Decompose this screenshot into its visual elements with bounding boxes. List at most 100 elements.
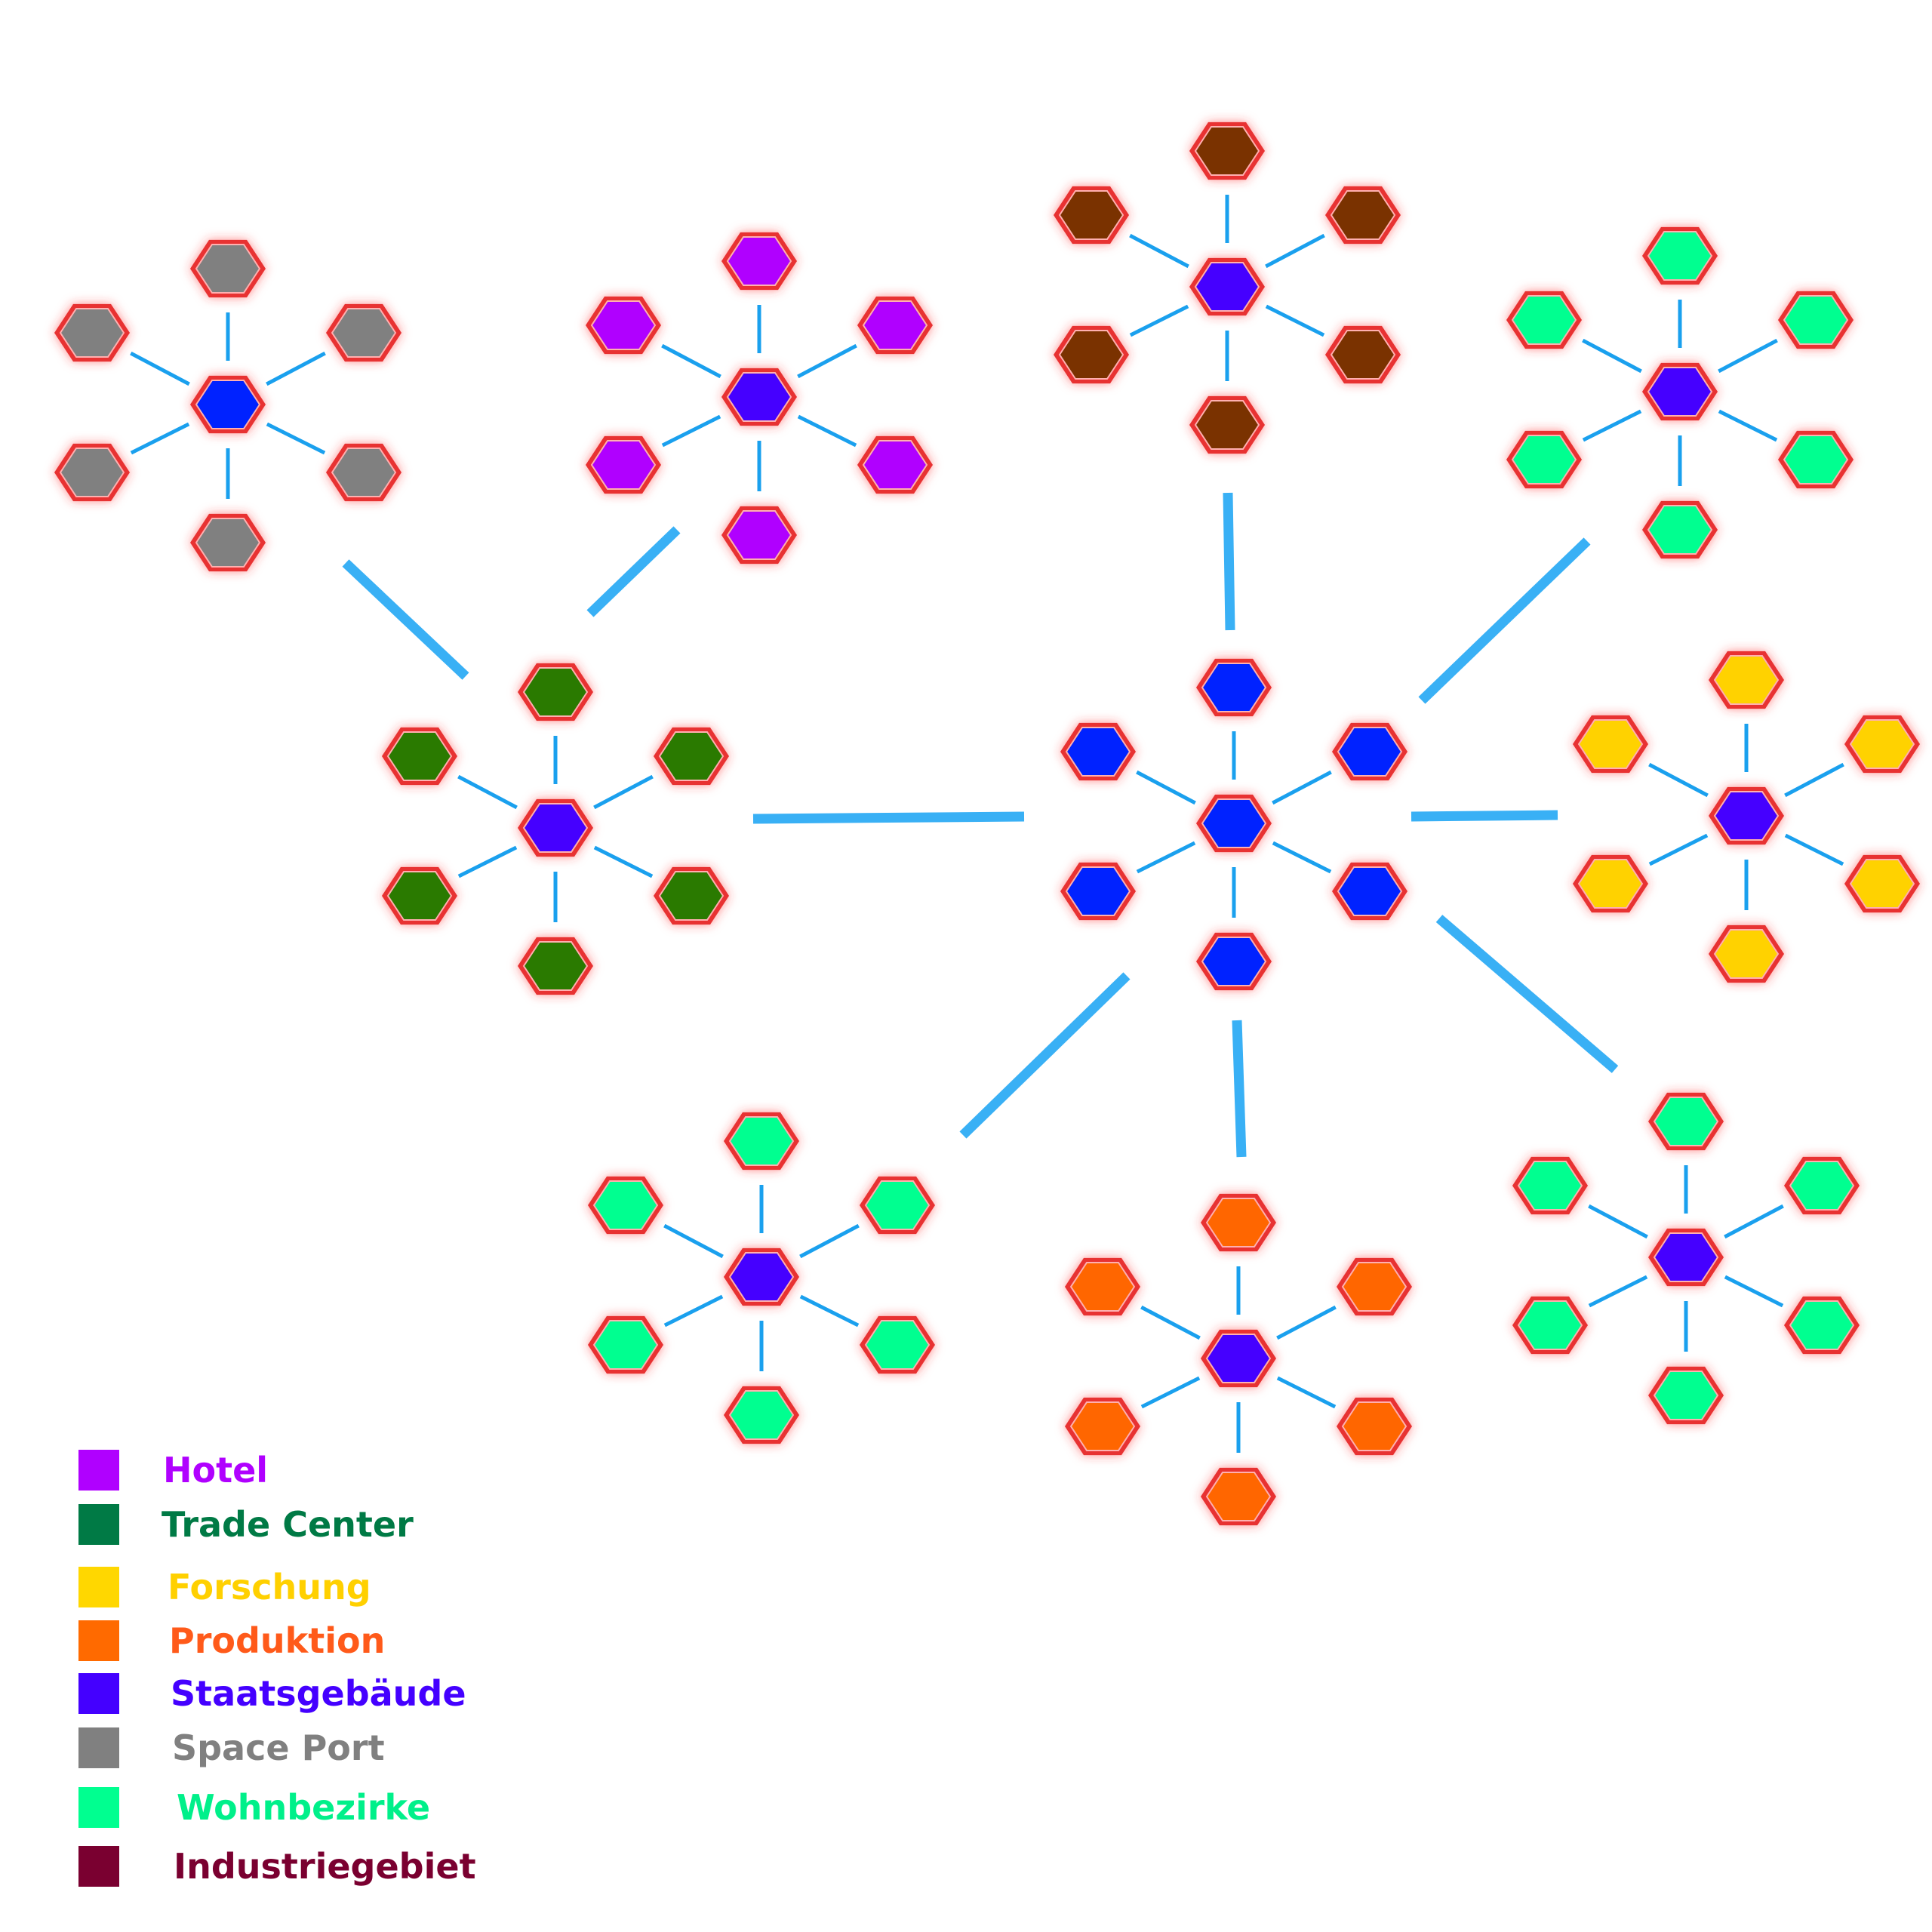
spoke-line (1129, 233, 1189, 269)
spoke-line (797, 343, 857, 379)
satellite-hex (1642, 226, 1718, 285)
satellite-hex (1201, 1467, 1276, 1526)
center-hex (190, 375, 266, 434)
satellite-hex (1844, 715, 1920, 774)
hex-fill (386, 871, 453, 921)
hotel-cluster (586, 232, 933, 565)
legend-swatch (78, 1450, 119, 1491)
legend-swatch (78, 1504, 119, 1545)
center-hex (518, 798, 593, 857)
spoke-line (661, 414, 721, 448)
satellite-hex (1709, 924, 1784, 983)
hex-fill (590, 440, 657, 490)
spoke-line (1272, 841, 1332, 874)
hex-fill (331, 448, 397, 497)
spoke-line (1272, 770, 1332, 805)
hex-fill (1713, 791, 1780, 841)
hex-fill (1517, 1161, 1583, 1211)
hex-fill (1058, 190, 1124, 240)
legend-label: Trade Center (162, 1504, 414, 1545)
hex-fill (59, 448, 125, 497)
hex-fill (1330, 330, 1396, 380)
hex-fill (1205, 1472, 1272, 1521)
center-hex (1648, 1228, 1724, 1287)
satellite-hex (1065, 1257, 1140, 1316)
satellite-hex (1648, 1366, 1724, 1425)
spoke-line (663, 1223, 724, 1259)
legend-swatch (78, 1620, 119, 1661)
satellite-hex (586, 296, 661, 355)
satellite-hex (1844, 854, 1920, 913)
hex-fill (1194, 262, 1260, 312)
legend-label: Staatsgebäude (171, 1673, 466, 1714)
cluster-link (1232, 1020, 1247, 1158)
spoke-line (799, 1223, 860, 1259)
center-hex (1196, 794, 1272, 853)
hex-fill (726, 510, 792, 560)
satellite-hex (588, 1176, 663, 1235)
spoke-line (797, 414, 857, 448)
legend-swatch (78, 1567, 119, 1607)
satellite-hex (1189, 395, 1265, 454)
satellite-hex (54, 443, 130, 502)
hex-fill (1511, 295, 1577, 345)
spoke-line (1136, 770, 1196, 805)
spoke-line (1648, 833, 1709, 866)
inter-cluster-links (342, 492, 1619, 1158)
hex-fill (1653, 1232, 1719, 1282)
spoke-line (1265, 304, 1325, 337)
hex-fill (195, 518, 261, 568)
satellite-hex (1060, 722, 1136, 781)
spoke-line (1276, 1376, 1337, 1409)
spoke-line (1136, 841, 1196, 874)
hex-fill (590, 300, 657, 350)
spoke-line (593, 845, 654, 878)
hex-fill (864, 1180, 931, 1230)
hex-fill (1789, 1161, 1855, 1211)
legend-swatch (78, 1787, 119, 1828)
clusters (54, 122, 1920, 1526)
satellite-hex (382, 866, 457, 925)
spoke-line (1648, 762, 1709, 798)
hex-fill (1201, 937, 1267, 986)
spoke-line (1588, 1204, 1648, 1239)
legend-label: Industriegebiet (174, 1846, 476, 1887)
center-hex (1642, 362, 1718, 421)
spoke-line (1582, 338, 1642, 374)
satellite-hex (1506, 291, 1582, 349)
spoke-line (266, 351, 326, 386)
hex-fill (1783, 435, 1849, 485)
cluster-link (1411, 810, 1558, 822)
hex-fill (195, 380, 261, 429)
trade-center-cluster (382, 663, 729, 995)
satellite-hex (1778, 291, 1854, 349)
hex-fill (862, 440, 928, 490)
hex-fill (658, 731, 724, 781)
spoke-line (593, 774, 654, 810)
legend-label: Wohnbezirke (177, 1787, 431, 1828)
satellite-hex (724, 1112, 799, 1171)
hex-fill (1577, 719, 1644, 769)
spoke-line (1724, 1275, 1784, 1308)
legend-label: Space Port (172, 1727, 385, 1768)
cluster-link (342, 559, 469, 680)
hex-fill (386, 731, 453, 781)
satellite-hex (654, 727, 729, 786)
hex-fill (1205, 1198, 1272, 1247)
hex-fill (1849, 719, 1915, 769)
satellite-hex (1189, 122, 1265, 180)
spoke-line (130, 422, 190, 455)
hex-fill (1713, 655, 1780, 705)
satellite-hex (1648, 1092, 1724, 1151)
satellite-hex (654, 866, 729, 925)
satellite-hex (1778, 430, 1854, 489)
cluster-link (752, 811, 1025, 824)
wohn-cluster-top-right (1506, 226, 1854, 559)
spoke-line (1129, 304, 1189, 337)
satellite-hex (1784, 1156, 1860, 1215)
hex-fill (1341, 1401, 1407, 1451)
satellite-hex (1709, 651, 1784, 709)
spoke-line (1140, 1376, 1201, 1409)
satellite-hex (54, 303, 130, 362)
spoke-line (457, 845, 518, 878)
